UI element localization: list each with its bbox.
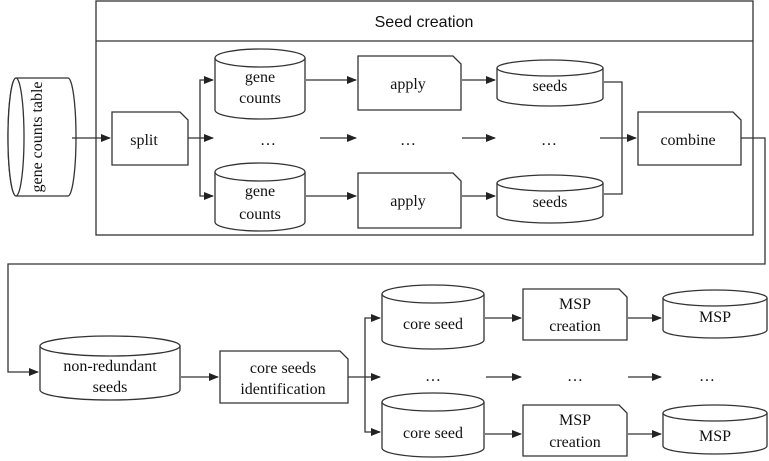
core-seeds-identification-process: core seeds identification [219, 350, 349, 404]
arrow-split-to-counts-bottom [199, 138, 214, 200]
apply-top-process: apply [357, 55, 462, 111]
core-seed-top-cylinder: core seed [381, 284, 485, 350]
gene-counts-top-label-2: counts [239, 90, 281, 107]
msp-creation-bottom-label-2: creation [549, 434, 601, 451]
msp-creation-top-process: MSP creation [522, 288, 628, 341]
non-redundant-label-2: seeds [93, 379, 128, 396]
seed-creation-panel: Seed creation [95, 0, 754, 236]
split-process: split [111, 111, 189, 166]
gene-counts-top-cylinder: gene counts [214, 48, 306, 120]
msp-creation-bottom-label-1: MSP [559, 412, 591, 429]
msp-creation-top-label-1: MSP [559, 296, 591, 313]
msp-bottom-label: MSP [699, 428, 731, 445]
gene-counts-bottom-cylinder: gene counts [214, 162, 306, 232]
ellipsis-gene-counts: … [260, 132, 276, 149]
core-seed-top-label: core seed [403, 316, 463, 333]
core-seed-bottom-cylinder: core seed [381, 392, 485, 458]
gene-counts-table-cylinder: gene counts table [7, 77, 77, 197]
split-label: split [130, 132, 158, 149]
non-redundant-seeds-cylinder: non-redundant seeds [39, 335, 181, 401]
apply-bottom-process: apply [357, 172, 462, 229]
apply-top-label: apply [390, 76, 426, 93]
msp-bottom-cylinder: MSP [662, 404, 768, 455]
connectors [7, 76, 766, 438]
ellipsis-msp: … [699, 368, 715, 385]
ellipsis-msp-creation: … [567, 368, 583, 385]
non-redundant-label-1: non-redundant [63, 358, 157, 375]
seeds-top-label: seeds [533, 78, 568, 95]
msp-top-cylinder: MSP [662, 289, 768, 339]
arrow-combine-to-nonredundant [7, 137, 766, 376]
gene-counts-bottom-label-2: counts [239, 206, 281, 223]
ellipsis-seeds: … [541, 132, 557, 149]
msp-creation-bottom-process: MSP creation [522, 404, 628, 457]
seeds-bottom-label: seeds [533, 194, 568, 211]
arrow-coreident-to-coreseed-bottom [364, 377, 381, 436]
seeds-top-cylinder: seeds [496, 59, 604, 107]
combine-process: combine [637, 111, 742, 166]
core-seed-bottom-label: core seed [403, 425, 463, 442]
panel-title: Seed creation [375, 14, 474, 31]
arrow-split-to-counts-top [188, 76, 214, 139]
seeds-bottom-cylinder: seeds [496, 174, 604, 224]
core-ident-label-1: core seeds [250, 360, 316, 377]
combine-label: combine [660, 132, 715, 149]
apply-bottom-label: apply [390, 193, 426, 210]
merge-seeds-to-combine [604, 81, 623, 195]
ellipsis-apply: … [400, 132, 416, 149]
core-ident-label-2: identification [240, 381, 325, 398]
gene-counts-bottom-label-1: gene [245, 183, 275, 200]
arrow-coreident-to-coreseed-top [348, 314, 381, 378]
ellipsis-core-seed: … [425, 368, 441, 385]
input-table-label: gene counts table [29, 81, 46, 192]
msp-creation-top-label-2: creation [549, 318, 601, 335]
msp-top-label: MSP [699, 309, 731, 326]
gene-counts-top-label-1: gene [245, 69, 275, 86]
